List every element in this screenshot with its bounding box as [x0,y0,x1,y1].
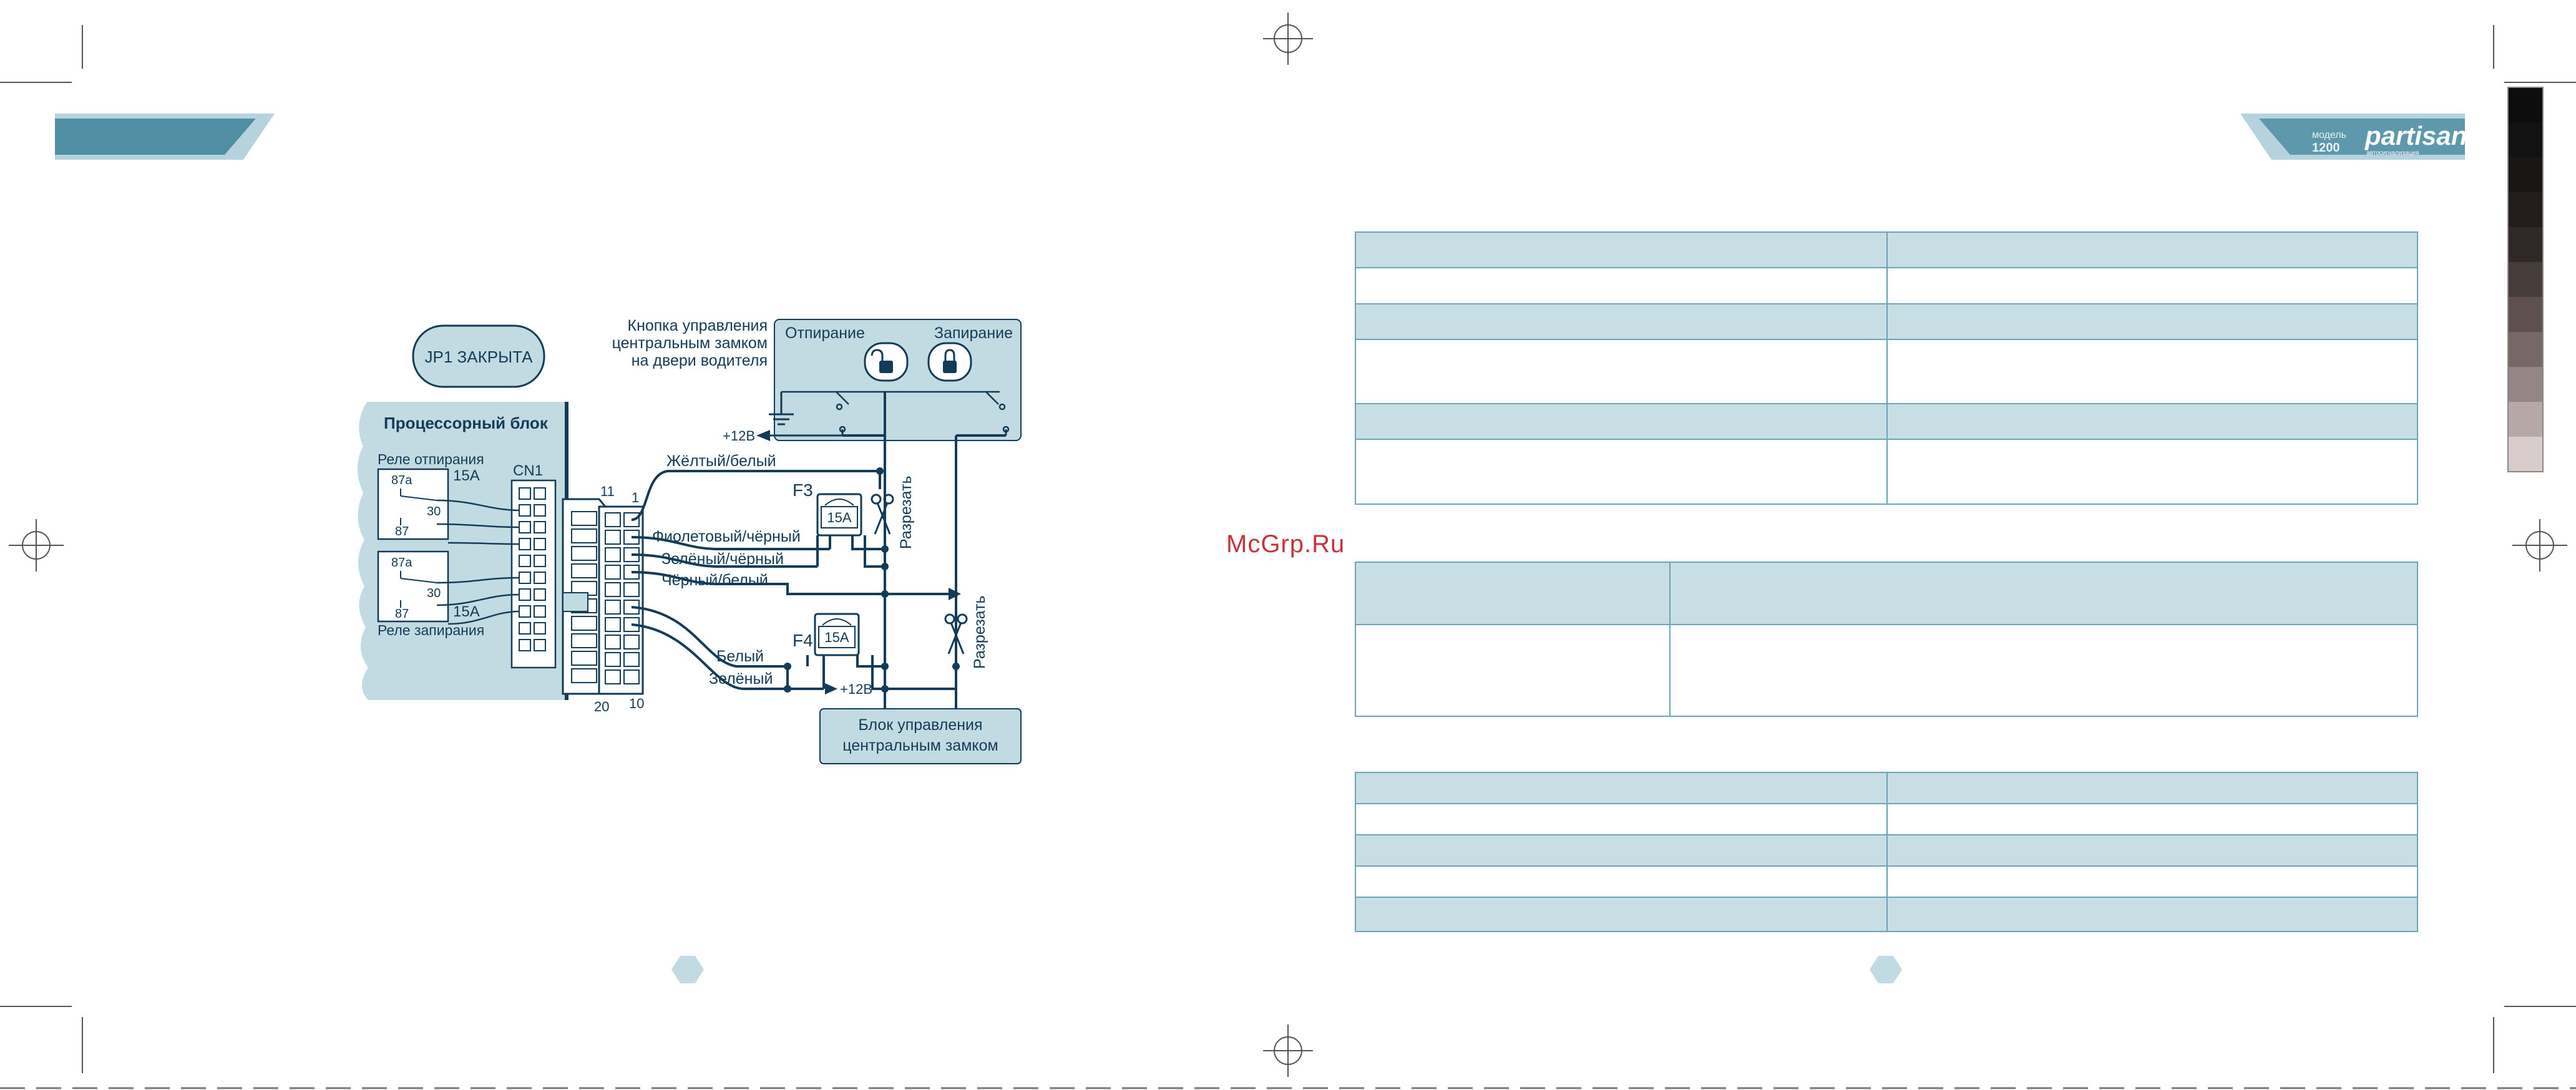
svg-text:+12В: +12В [723,428,755,444]
svg-text:30: 30 [427,586,441,600]
svg-text:Кнопка управления: Кнопка управления [628,317,768,334]
wire-label-green-black: Зелёный/чёрный [661,550,784,568]
connector-label: CN1 [513,462,543,479]
processor-block: Процессорный блок Реле отпирания 87a 30 … [358,402,568,700]
cut-label-1: Разрезать [897,476,915,549]
svg-text:Блок управления: Блок управления [858,716,982,734]
scissors-icon [944,613,968,654]
table-1 [1355,231,2418,505]
fuse-f3: F3 15A [793,480,862,537]
svg-text:+12В: +12В [840,681,872,697]
watermark: McGrp.Ru [1226,530,1345,558]
relay-unlock-label: Реле отпирания [378,451,484,467]
right-page-number-badge [1870,956,1902,983]
fuse-f4: F4 15A [793,613,860,656]
brand-logo: модель 1200 partisan автосигнализация [2312,121,2467,157]
wire-label-violet-black: Фиолетовый/чёрный [652,528,801,545]
svg-text:15A: 15A [453,467,480,484]
cn1-plug: 11 1 20 10 [562,484,644,714]
jumper-label: JP1 ЗАКРЫТА [425,348,534,366]
svg-text:на двери водителя: на двери водителя [632,352,768,369]
svg-text:87: 87 [395,525,409,538]
svg-text:центральным замком: центральным замком [612,334,768,352]
svg-text:F3: F3 [793,480,813,500]
door-lock-button-block: Кнопка управления центральным замком на … [612,317,1022,441]
scissors-icon [871,494,894,535]
svg-text:87a: 87a [391,474,412,487]
unlock-label: Отпирание [785,324,865,342]
cut-label-2: Разрезать [971,596,988,669]
plus12v-bottom: +12В [788,681,872,697]
svg-text:15A: 15A [453,603,480,620]
wire-label-green: Зелёный [709,670,773,688]
jumper-badge: JP1 ЗАКРЫТА [412,324,545,388]
svg-text:15A: 15A [827,510,851,525]
svg-text:15A: 15A [824,630,849,645]
relay-lock-label: Реле запирания [378,622,484,638]
left-page-number-badge [671,956,704,983]
plus12v-top-rail: +12В [723,428,1007,444]
svg-text:partisan: partisan [2364,121,2467,150]
table-3 [1355,772,2418,932]
svg-text:11: 11 [600,484,615,499]
ground-icon [769,392,794,426]
wire-label-black-white: Чёрный/белый [661,572,768,589]
table-2 [1355,562,2418,717]
svg-text:87: 87 [395,607,409,621]
crop-marks [0,25,2576,1073]
registration-marks [9,12,2567,1077]
right-header-ribbon: модель 1200 partisan автосигнализация [2240,114,2467,160]
processor-block-label: Процессорный блок [384,414,549,432]
color-calibration-strip [2507,87,2544,472]
junction-dots [784,467,960,693]
svg-text:модель: модель [2312,130,2346,140]
wiring-diagram: JP1 ЗАКРЫТА Процессорный блок Реле отпир… [358,317,1022,764]
svg-text:87a: 87a [391,556,412,570]
central-lock-block: Блок управления центральным замком [819,708,1022,764]
unlocked-padlock-icon [871,349,893,373]
svg-text:автосигнализация: автосигнализация [2366,150,2419,157]
svg-text:10: 10 [629,696,644,711]
svg-text:F4: F4 [793,631,813,650]
locked-padlock-icon [943,349,957,373]
svg-text:центральным замком: центральным замком [842,737,998,754]
svg-text:20: 20 [594,699,609,714]
svg-text:1200: 1200 [2312,141,2340,155]
wire-label-white: Белый [716,648,764,665]
svg-text:1: 1 [632,490,639,505]
left-header-ribbon [55,114,275,160]
lock-label: Запирание [934,324,1013,342]
svg-text:30: 30 [427,505,441,518]
wire-label-yellow-white: Жёлтый/белый [666,452,776,470]
